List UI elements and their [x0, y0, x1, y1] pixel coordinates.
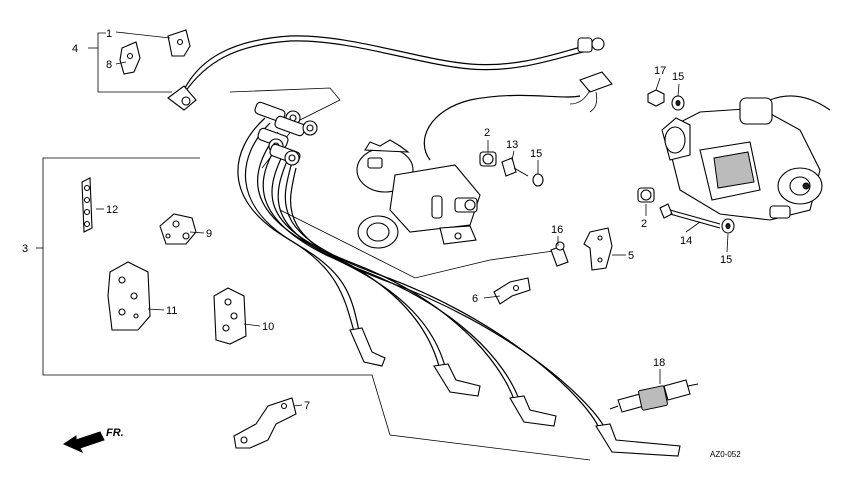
bracket-7 — [233, 397, 297, 449]
callout-3: 3 — [22, 243, 28, 255]
wire-clamp-12 — [81, 177, 93, 233]
coil-wire-terminal — [591, 37, 605, 51]
callout-2-right: 2 — [641, 218, 647, 230]
wire-holder-9 — [159, 213, 197, 245]
bracket-5 — [583, 227, 613, 271]
callout-8: 8 — [106, 59, 112, 71]
callout-15-right: 15 — [720, 254, 732, 266]
callout-9: 9 — [206, 228, 212, 240]
spark-plug-18 — [609, 379, 699, 413]
wire-holder-10 — [213, 287, 247, 345]
callout-1: 1 — [106, 28, 112, 40]
callout-4: 4 — [72, 43, 78, 55]
washer-15-center — [532, 173, 544, 187]
callout-14: 14 — [680, 235, 692, 247]
coil-wire-end-boot — [577, 37, 593, 53]
condenser-16 — [550, 241, 569, 267]
plug-boot-3 — [509, 395, 557, 427]
callout-labels: 1 4 8 12 3 9 11 10 7 2 13 15 17 15 2 14 … — [22, 28, 732, 412]
bracket-6 — [493, 277, 531, 305]
center-distributor-connector — [579, 71, 613, 93]
clip-8 — [119, 41, 141, 75]
callout-15-top: 15 — [672, 71, 684, 83]
plug-boot-4 — [595, 423, 681, 457]
callout-10: 10 — [262, 321, 274, 333]
distributor-assembly-right — [661, 95, 831, 221]
callout-18: 18 — [653, 357, 665, 369]
callout-17: 17 — [654, 65, 666, 77]
front-label: FR. — [106, 427, 124, 439]
plug-boot-1 — [349, 327, 386, 367]
bolt-13 — [501, 157, 517, 177]
callout-15-center: 15 — [530, 148, 542, 160]
callout-6: 6 — [472, 293, 478, 305]
callout-16: 16 — [551, 224, 563, 236]
front-arrow-icon — [62, 431, 105, 454]
leader-lines — [96, 31, 729, 407]
callout-12: 12 — [106, 204, 118, 216]
bolt-14 — [659, 203, 673, 219]
wire-holder-11 — [107, 261, 151, 331]
diagram-code: AZ0-052 — [710, 450, 741, 459]
callout-13: 13 — [506, 139, 518, 151]
coil-wire-distributor-boot — [167, 85, 197, 111]
callout-5: 5 — [628, 250, 634, 262]
group-4-bracket — [88, 32, 172, 93]
spark-plug-wires — [237, 101, 681, 457]
callout-11: 11 — [166, 305, 177, 317]
clip-1 — [167, 29, 191, 57]
group-3-boundary — [36, 157, 591, 461]
bolts-washers — [479, 89, 735, 234]
plug-boot-2 — [433, 363, 481, 397]
coil-wire — [167, 35, 605, 111]
distributor-assembly-center — [356, 71, 613, 249]
callout-7: 7 — [304, 400, 310, 412]
distributor-boots — [254, 101, 318, 166]
front-direction-indicator: FR. — [62, 427, 124, 454]
nut-17 — [647, 89, 665, 107]
wire-set-boundary — [229, 87, 561, 279]
callout-2-center: 2 — [484, 127, 490, 139]
